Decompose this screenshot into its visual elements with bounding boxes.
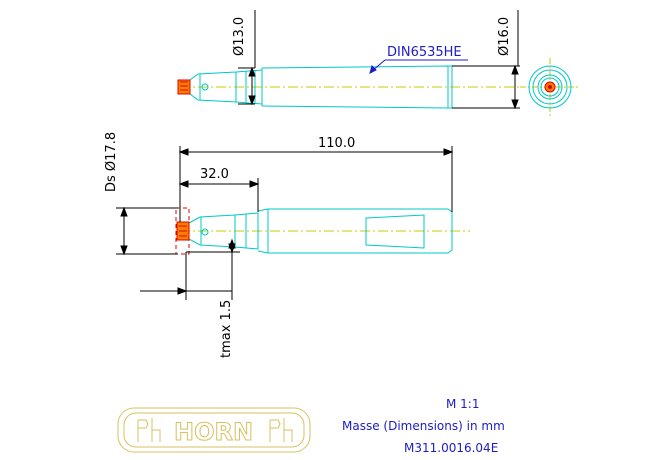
dim-swing-diameter-label: Ds Ø17.8 [104, 132, 119, 192]
top-insert [177, 79, 191, 95]
side-insert [175, 207, 190, 255]
horn-logo-text: HORN [174, 418, 253, 446]
top-tool-outline [189, 65, 453, 109]
side-view: 110.0 32.0 Ds Ø17.8 t [104, 132, 470, 358]
end-view [520, 58, 578, 116]
units-label: Masse (Dimensions) in mm [342, 419, 505, 433]
dim-overall-length-label: 110.0 [318, 136, 355, 151]
standard-callout-leader [369, 59, 468, 74]
part-number: M311.0016.04E [404, 441, 498, 455]
dim-head-length [178, 178, 260, 212]
dim-shank-diameter-label: Ø13.0 [232, 17, 247, 56]
side-tool-outline [188, 208, 453, 254]
scale-label: M 1:1 [446, 397, 479, 411]
standard-callout: DIN6535HE [387, 45, 462, 60]
dim-swing-diameter [116, 206, 178, 256]
dim-head-length-label: 32.0 [200, 167, 229, 182]
dim-body-diameter-label: Ø16.0 [497, 17, 512, 56]
horn-logo [117, 407, 311, 453]
top-view: Ø13.0 Ø16.0 DIN6535HE [177, 10, 578, 116]
dim-depth [140, 238, 240, 300]
dim-body-diameter [452, 10, 520, 110]
dim-shank-diameter [238, 10, 256, 106]
dim-depth-label: tmax 1.5 [219, 300, 234, 358]
